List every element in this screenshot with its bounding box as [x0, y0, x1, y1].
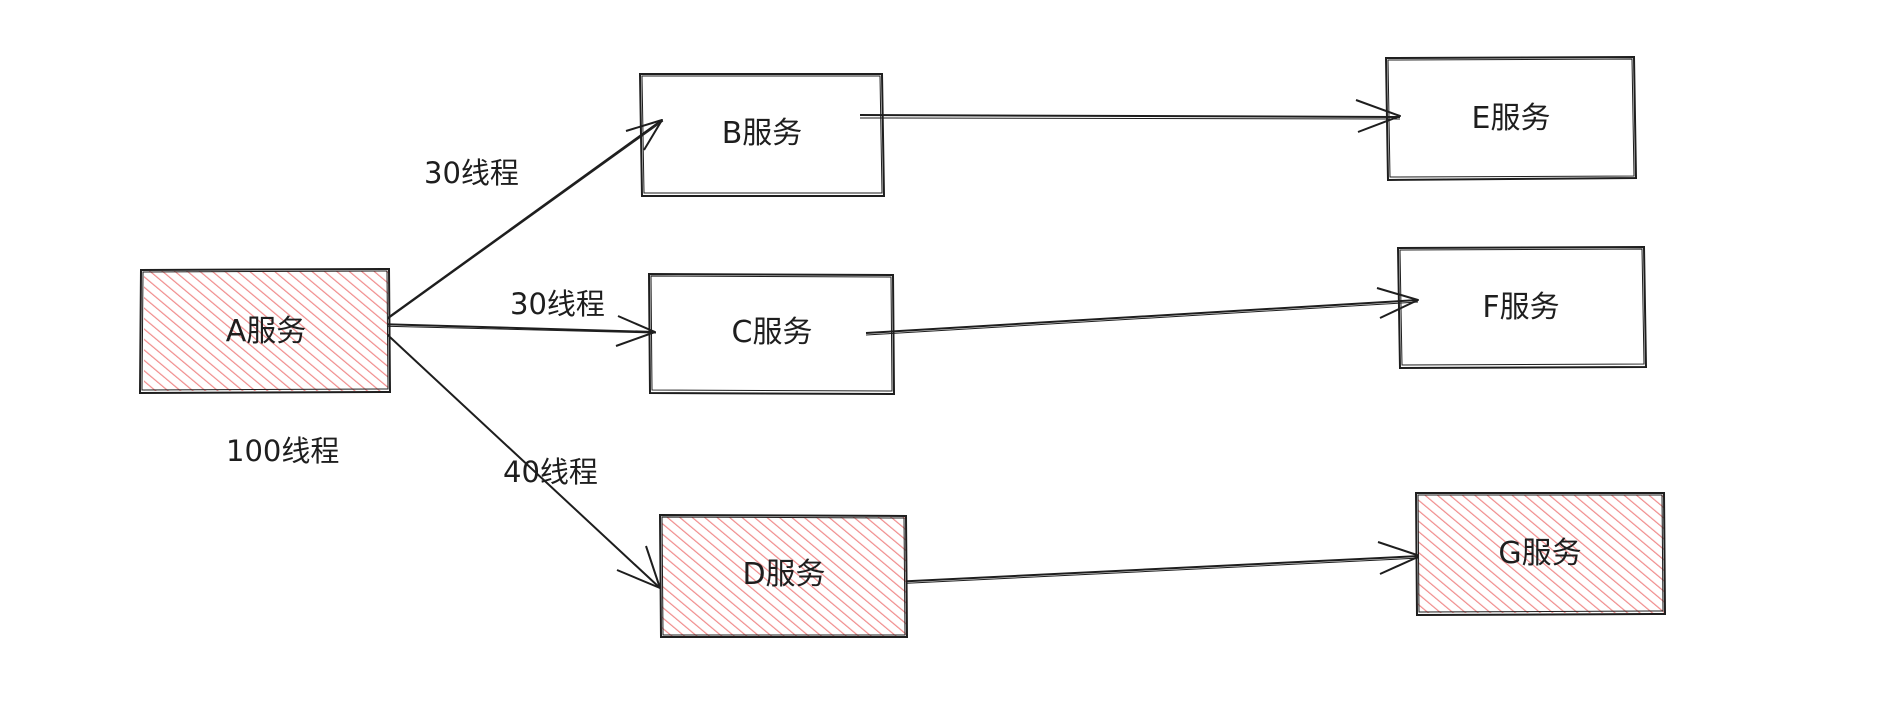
arrowhead-icon	[1355, 99, 1401, 133]
edge-d-to-g	[871, 541, 1421, 586]
node-e-label: E服务	[1472, 101, 1551, 136]
edge-a-to-b	[377, 119, 664, 327]
node-g-label: G服务	[1498, 536, 1581, 571]
node-b-label: B服务	[722, 116, 803, 151]
edge-a-to-c	[377, 315, 657, 347]
edge-c-to-f	[865, 287, 1419, 336]
arrowhead-icon	[625, 119, 663, 151]
node-c-label: C服务	[732, 315, 813, 350]
node-a-threads-annotation: 100线程	[226, 434, 339, 468]
arrowhead-icon	[1376, 287, 1419, 319]
node-g[interactable]: G服务	[1414, 492, 1667, 617]
node-d[interactable]: D服务	[658, 513, 909, 638]
node-f-label: F服务	[1482, 290, 1559, 325]
edge-a-to-d-label: 40线程	[503, 455, 598, 489]
node-d-label: D服务	[742, 557, 825, 592]
node-e[interactable]: E服务	[1384, 55, 1638, 182]
node-f[interactable]: F服务	[1396, 245, 1648, 370]
node-c[interactable]: C服务	[647, 272, 896, 396]
arrowhead-icon	[615, 315, 656, 347]
edge-a-to-b-label: 30线程	[424, 156, 519, 190]
node-a[interactable]: A服务	[138, 267, 392, 395]
edge-b-to-e	[859, 99, 1401, 133]
edge-a-to-c-label: 30线程	[510, 287, 605, 321]
node-b[interactable]: B服务	[638, 73, 886, 197]
node-a-label: A服务	[226, 314, 307, 349]
